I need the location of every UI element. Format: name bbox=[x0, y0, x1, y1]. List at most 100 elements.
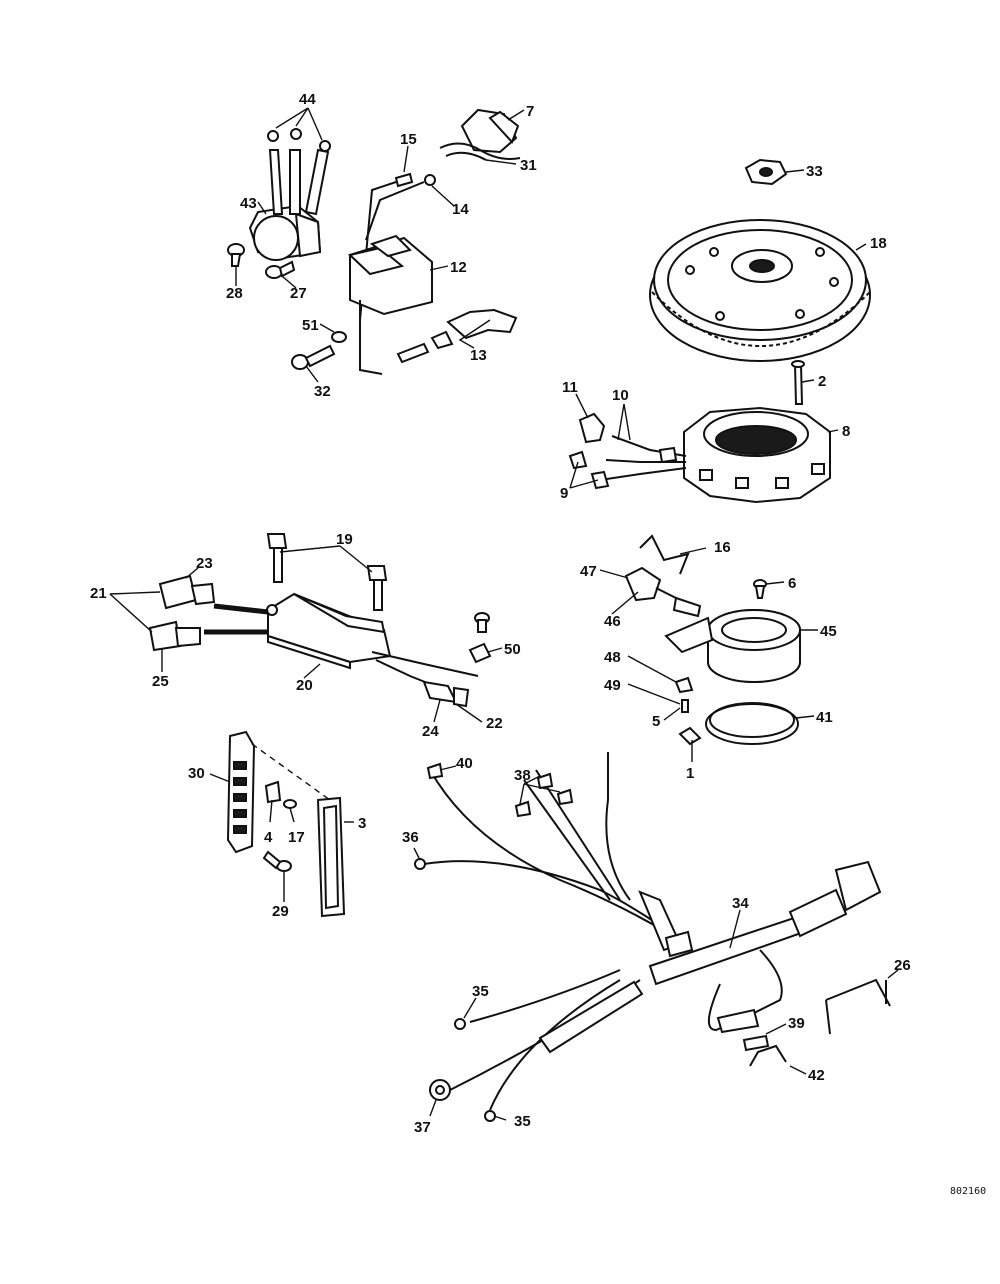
callout-42: 42 bbox=[808, 1067, 825, 1084]
callout-40: 40 bbox=[456, 755, 473, 772]
callout-9: 9 bbox=[560, 485, 568, 502]
terminal-38 bbox=[514, 772, 574, 818]
callout-6: 6 bbox=[788, 575, 796, 592]
callout-35b: 35 bbox=[514, 1113, 531, 1130]
ignition-coil-12 bbox=[347, 234, 433, 375]
callout-2: 2 bbox=[818, 373, 826, 390]
callout-48: 48 bbox=[604, 649, 621, 666]
screw-2 bbox=[791, 360, 805, 405]
screw-50 bbox=[468, 612, 492, 664]
screw-6 bbox=[753, 579, 767, 599]
callout-18: 18 bbox=[870, 235, 887, 252]
callout-15: 15 bbox=[400, 131, 417, 148]
callout-5: 5 bbox=[652, 713, 660, 730]
terminal-40 bbox=[426, 762, 444, 780]
terminal-block-43 bbox=[248, 204, 322, 261]
stator-8 bbox=[683, 406, 831, 504]
washer-51 bbox=[331, 331, 347, 343]
callout-16: 16 bbox=[714, 539, 731, 556]
callout-23: 23 bbox=[196, 555, 213, 572]
callout-26: 26 bbox=[894, 957, 911, 974]
ring-terminal-37 bbox=[429, 1079, 451, 1101]
connector-22 bbox=[422, 680, 470, 708]
callout-31: 31 bbox=[520, 157, 537, 174]
screw-28 bbox=[227, 243, 245, 267]
harness-wires bbox=[423, 752, 681, 1111]
harness-plug bbox=[788, 860, 882, 938]
callout-36: 36 bbox=[402, 829, 419, 846]
terminals-9 bbox=[568, 450, 610, 490]
callout-49: 49 bbox=[604, 677, 621, 694]
clip-26 bbox=[825, 978, 891, 1035]
callout-29: 29 bbox=[272, 903, 289, 920]
callout-4: 4 bbox=[264, 829, 273, 846]
screw-29 bbox=[262, 850, 292, 872]
callout-21: 21 bbox=[90, 585, 107, 602]
callout-41: 41 bbox=[816, 709, 833, 726]
callout-30: 30 bbox=[188, 765, 205, 782]
ignition-coil-group bbox=[227, 108, 521, 375]
connector-25 bbox=[148, 620, 201, 652]
callout-51: 51 bbox=[302, 317, 319, 334]
spark-plug-boot-13 bbox=[396, 308, 518, 364]
flywheel-group bbox=[568, 158, 871, 504]
terminal-36 bbox=[414, 858, 426, 870]
callout-8: 8 bbox=[842, 423, 850, 440]
jumper-4 bbox=[264, 780, 282, 804]
harness-sleeve-34 bbox=[538, 890, 806, 1054]
clip-16 bbox=[639, 534, 690, 575]
callout-3: 3 bbox=[358, 815, 366, 832]
nut-33 bbox=[744, 158, 788, 186]
callout-50: 50 bbox=[504, 641, 521, 658]
callout-45: 45 bbox=[820, 623, 837, 640]
callout-28: 28 bbox=[226, 285, 243, 302]
flywheel-18 bbox=[649, 219, 871, 362]
callout-44: 44 bbox=[299, 91, 316, 108]
callout-17: 17 bbox=[288, 829, 305, 846]
power-pack-20 bbox=[266, 592, 392, 670]
callout-27: 27 bbox=[290, 285, 307, 302]
callout-37: 37 bbox=[414, 1119, 431, 1136]
callout-19: 19 bbox=[336, 531, 353, 548]
lead-39 bbox=[708, 949, 783, 1052]
bolt-19b bbox=[366, 565, 388, 611]
coil-lead-14 bbox=[365, 174, 436, 241]
callout-numbers: 44 43 28 27 15 14 12 51 32 13 7 31 33 18… bbox=[90, 91, 911, 1136]
callout-33: 33 bbox=[806, 163, 823, 180]
callout-39: 39 bbox=[788, 1015, 805, 1032]
timer-base-45 bbox=[664, 609, 801, 683]
callout-13: 13 bbox=[470, 347, 487, 364]
terminal-35 bbox=[454, 1018, 496, 1122]
sensor-46-47 bbox=[624, 566, 702, 618]
callout-7: 7 bbox=[526, 103, 534, 120]
connector-23 bbox=[158, 574, 216, 610]
terminal-strip-group bbox=[226, 730, 346, 918]
callout-12: 12 bbox=[450, 259, 467, 276]
terminal-leads-44 bbox=[267, 128, 331, 216]
callout-38: 38 bbox=[514, 767, 531, 784]
retainer-1 bbox=[678, 726, 702, 746]
callout-25: 25 bbox=[152, 673, 169, 690]
drawing-number: 802160 bbox=[950, 1186, 986, 1197]
stator-leads bbox=[599, 435, 687, 481]
connector-11 bbox=[578, 412, 606, 444]
callout-47: 47 bbox=[580, 563, 597, 580]
callout-14: 14 bbox=[452, 201, 469, 218]
callout-1: 1 bbox=[686, 765, 694, 782]
callout-46: 46 bbox=[604, 613, 621, 630]
callout-10: 10 bbox=[612, 387, 629, 404]
callout-34: 34 bbox=[732, 895, 749, 912]
bolt-32 bbox=[291, 344, 336, 370]
timer-base-group bbox=[624, 534, 801, 746]
wiring-harness-group bbox=[414, 752, 891, 1122]
cover-3 bbox=[316, 796, 346, 918]
screw-27 bbox=[265, 260, 296, 279]
power-pack-group bbox=[148, 533, 492, 708]
terminal-strip-30 bbox=[226, 730, 256, 854]
callout-24: 24 bbox=[422, 723, 439, 740]
callout-20: 20 bbox=[296, 677, 313, 694]
screw-49 bbox=[681, 699, 689, 713]
bolt-19a bbox=[266, 533, 288, 583]
callout-22: 22 bbox=[486, 715, 503, 732]
